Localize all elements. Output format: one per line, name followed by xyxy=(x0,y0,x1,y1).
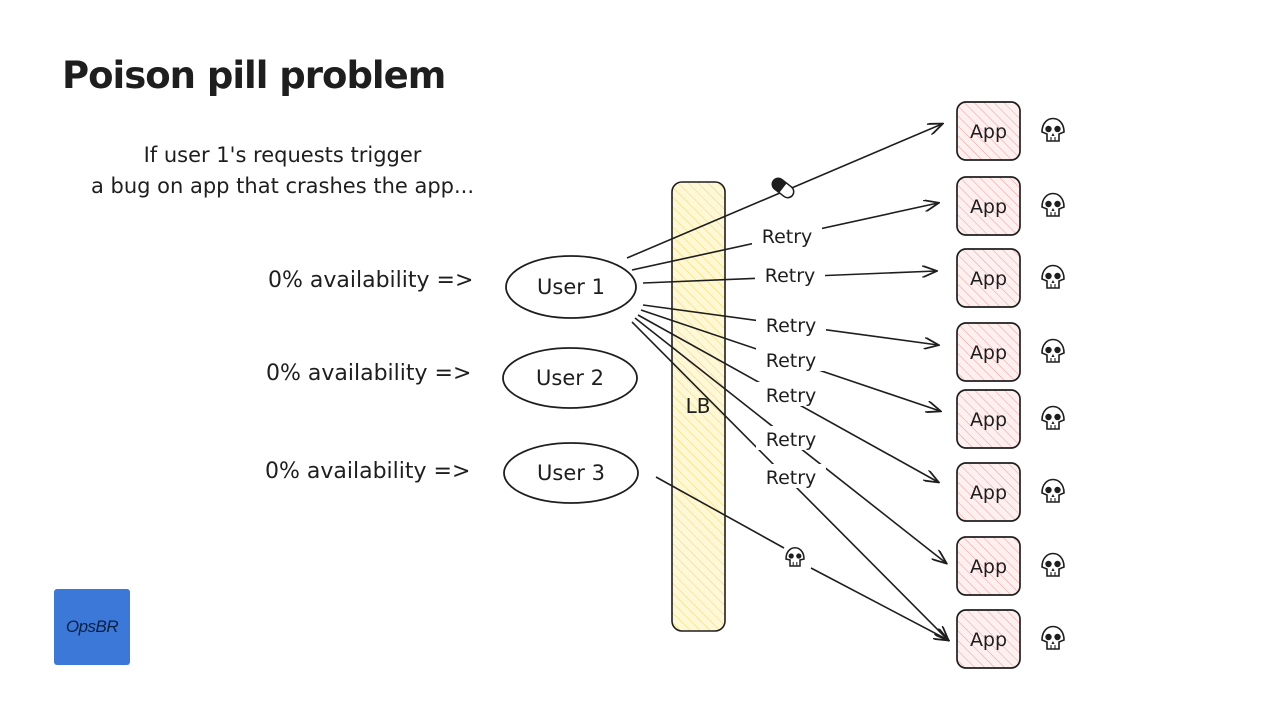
app-box xyxy=(956,176,1021,236)
user-3-label: User 3 xyxy=(537,461,605,485)
load-balancer: LB xyxy=(671,181,726,632)
intro-text: If user 1's requests trigger a bug on ap… xyxy=(60,140,505,202)
skull-icon xyxy=(1041,117,1065,142)
app-label: App xyxy=(970,556,1007,578)
user-1-availability: 0% availability => xyxy=(268,268,474,293)
app-label: App xyxy=(970,342,1007,364)
user-1-node: User 1 xyxy=(505,255,637,319)
skull-icon xyxy=(1041,405,1065,430)
skull-icon xyxy=(783,545,807,569)
user-1-label: User 1 xyxy=(537,275,605,299)
retry-label-6: Retry xyxy=(766,429,817,451)
app-box xyxy=(956,462,1021,522)
app-node-6: App xyxy=(956,462,1065,522)
user-3-request-arrow xyxy=(810,567,948,640)
retry-label-7: Retry xyxy=(766,467,817,489)
skull-icon xyxy=(1041,478,1065,503)
app-box xyxy=(956,248,1021,308)
skull-icon xyxy=(1041,192,1065,217)
app-label: App xyxy=(970,121,1007,143)
app-box xyxy=(956,609,1021,669)
user-3-node: User 3 xyxy=(503,442,639,504)
page-title: Poison pill problem xyxy=(62,54,446,97)
app-label: App xyxy=(970,629,1007,651)
pill-icon xyxy=(771,177,795,199)
app-box xyxy=(956,536,1021,596)
user-2-label: User 2 xyxy=(536,366,604,390)
skull-icon xyxy=(1041,625,1065,650)
app-node-2: App xyxy=(956,176,1065,236)
retry-label-3: Retry xyxy=(766,315,817,337)
app-node-7: App xyxy=(956,536,1065,596)
app-label: App xyxy=(970,482,1007,504)
app-label: App xyxy=(970,409,1007,431)
retry-label-4: Retry xyxy=(766,350,817,372)
retry-label-5: Retry xyxy=(766,385,817,407)
opsbr-logo: OpsBR xyxy=(54,589,130,665)
intro-line-2: a bug on app that crashes the app... xyxy=(90,174,475,198)
skull-icon xyxy=(1041,338,1065,363)
retry-label-2: Retry xyxy=(765,265,816,287)
skull-icon xyxy=(1041,264,1065,289)
app-box xyxy=(956,101,1021,161)
app-box xyxy=(956,389,1021,449)
user-3-request-line xyxy=(655,476,785,549)
logo-text: OpsBR xyxy=(65,617,119,636)
app-box xyxy=(956,322,1021,382)
user-2-node: User 2 xyxy=(502,347,638,409)
load-balancer-label: LB xyxy=(686,394,711,418)
app-node-5: App xyxy=(956,389,1065,449)
skull-icon xyxy=(1041,552,1065,577)
user-2-availability: 0% availability => xyxy=(266,361,472,386)
app-node-1: App xyxy=(956,101,1065,161)
retry-label-1: Retry xyxy=(762,226,813,248)
intro-line-1: If user 1's requests trigger xyxy=(143,143,422,167)
app-node-4: App xyxy=(956,322,1065,382)
user-3-availability: 0% availability => xyxy=(265,459,471,484)
app-label: App xyxy=(970,268,1007,290)
app-label: App xyxy=(970,196,1007,218)
app-node-8: App xyxy=(956,609,1065,669)
app-node-3: App xyxy=(956,248,1065,308)
